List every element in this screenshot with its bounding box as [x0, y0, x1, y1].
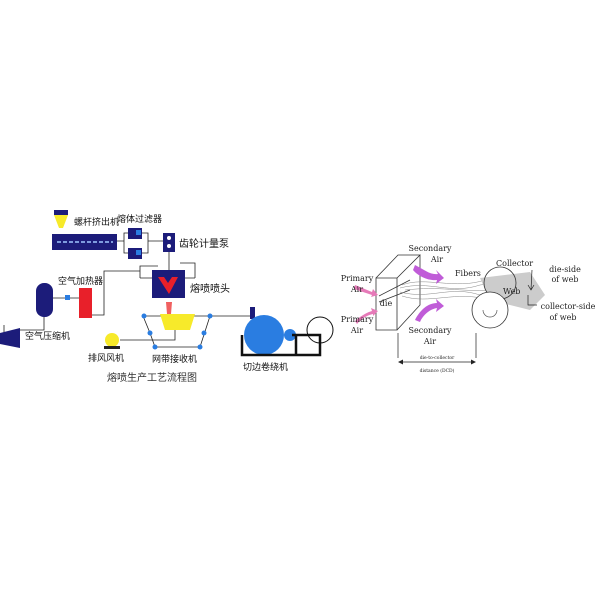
label-air-compressor: 空气压缩机: [25, 330, 70, 342]
label-die-head: 熔喷喷头: [190, 282, 230, 295]
label-collector: Collector: [496, 259, 533, 268]
label-primary-air-bottom-1: Primary: [341, 315, 374, 324]
meltblown-schematic: Secondary Air Primary Air die Primary Ai…: [341, 244, 596, 374]
label-extruder: 螺杆挤出机: [74, 216, 119, 228]
air-heater: [79, 288, 92, 318]
label-die-side-1: die-side: [549, 265, 581, 274]
exhaust-fan: [104, 333, 120, 349]
label-die: die: [380, 299, 393, 308]
air-tank: [36, 283, 53, 317]
process-flow-diagram: [3, 232, 255, 348]
label-secondary-air-bottom-2: Air: [423, 337, 436, 346]
label-secondary-air-bottom-1: Secondary: [409, 326, 452, 335]
label-primary-air-bottom-2: Air: [350, 326, 363, 335]
label-gear-pump: 齿轮计量泵: [179, 237, 229, 250]
primary-air-arrows: [354, 285, 378, 324]
extruder: [52, 210, 117, 250]
label-belt-collector: 网带接收机: [152, 353, 197, 365]
label-air-heater: 空气加热器: [58, 275, 103, 287]
label-dcd-2: distance (DCD): [420, 367, 455, 374]
die-head: [152, 270, 185, 314]
label-melt-filter: 熔体过滤器: [117, 213, 162, 225]
hopper-lid: [54, 210, 68, 215]
belt-collector: [141, 313, 213, 350]
label-primary-air-top-2: Air: [350, 285, 363, 294]
label-exhaust-fan: 排风风机: [88, 352, 124, 364]
label-secondary-air-top-2: Air: [430, 255, 443, 264]
winder: [240, 307, 334, 357]
secondary-air-arrows: [413, 265, 444, 322]
gear-pump: [163, 233, 175, 252]
label-die-side-2: of web: [551, 275, 578, 284]
hopper: [54, 215, 68, 228]
collector-drum: [471, 291, 509, 329]
label-primary-air-top-1: Primary: [341, 274, 374, 283]
label-web: Web: [503, 287, 520, 296]
label-winder: 切边卷绕机: [243, 361, 288, 373]
label-collector-side-1: collector-side: [541, 302, 596, 311]
label-fibers: Fibers: [455, 269, 481, 278]
air-compressor: [0, 328, 20, 348]
label-collector-side-2: of web: [549, 313, 576, 322]
diagram-title: 熔喷生产工艺流程图: [107, 371, 197, 384]
die-block: [375, 254, 421, 331]
melt-filters: [128, 228, 142, 259]
label-dcd-1: die-to-collector: [420, 355, 455, 361]
label-secondary-air-top-1: Secondary: [409, 244, 452, 253]
valve: [65, 295, 70, 300]
